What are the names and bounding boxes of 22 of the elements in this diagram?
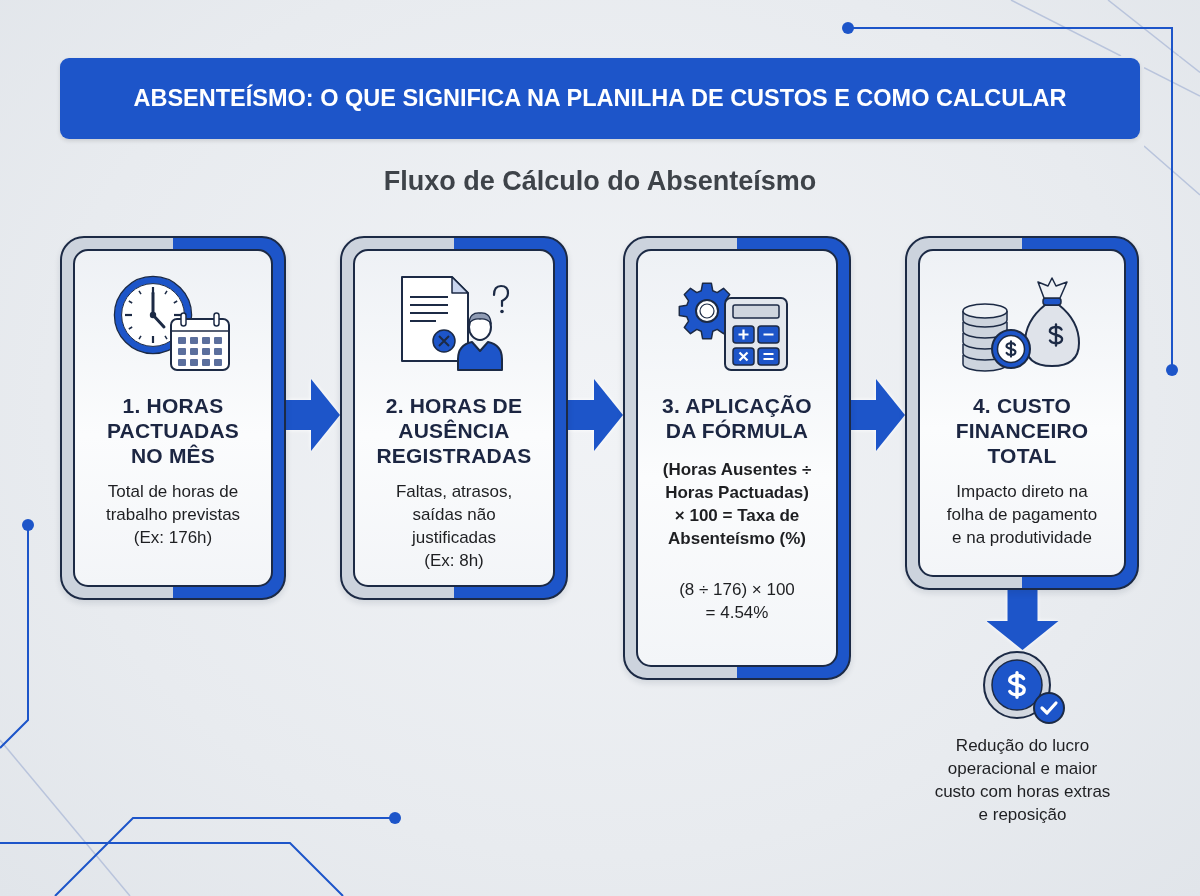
step-heading: 3. APLICAÇÃO DA FÓRMULA bbox=[661, 393, 813, 443]
example-note: (Ex: 8h) bbox=[423, 550, 485, 572]
process-card bbox=[623, 236, 851, 680]
step-heading: 1. HORAS PACTUADAS NO MÊS bbox=[105, 393, 241, 468]
process-card bbox=[905, 236, 1139, 590]
calculation-example: (8 ÷ 176) × 100 = 4.54% bbox=[678, 579, 796, 624]
step-description: Total de horas de trabalho previstas bbox=[104, 481, 242, 526]
step-heading: 4. CUSTO FINANCEIRO TOTAL bbox=[954, 393, 1090, 468]
block-arrow bbox=[568, 379, 623, 451]
step-heading: 2. HORAS DE AUSÊNCIA REGISTRADAS bbox=[375, 393, 533, 468]
process-card bbox=[60, 236, 286, 600]
step-description: Faltas, atrasos, saídas não justificadas bbox=[394, 481, 514, 549]
title-banner: ABSENTEÍSMO: O QUE SIGNIFICA NA PLANILHA DE CUSTOS E COMO CALCULAR bbox=[60, 58, 1140, 139]
block-arrow bbox=[986, 590, 1059, 650]
result-text: Redução do lucro operacional e maior custo com horas extras e reposição bbox=[933, 735, 1112, 826]
block-arrow bbox=[286, 379, 340, 451]
formula-text: (Horas Ausentes ÷ Horas Pactuadas) × 100 = Taxa de Absenteísmo (%) bbox=[661, 459, 813, 550]
step-description: Impacto direto na folha de pagamento e na produtividade bbox=[945, 481, 1099, 549]
process-card bbox=[340, 236, 568, 600]
section-heading: Fluxo de Cálculo do Absenteísmo bbox=[383, 166, 817, 197]
block-arrow bbox=[851, 379, 905, 451]
example-note: (Ex: 176h) bbox=[132, 527, 214, 549]
